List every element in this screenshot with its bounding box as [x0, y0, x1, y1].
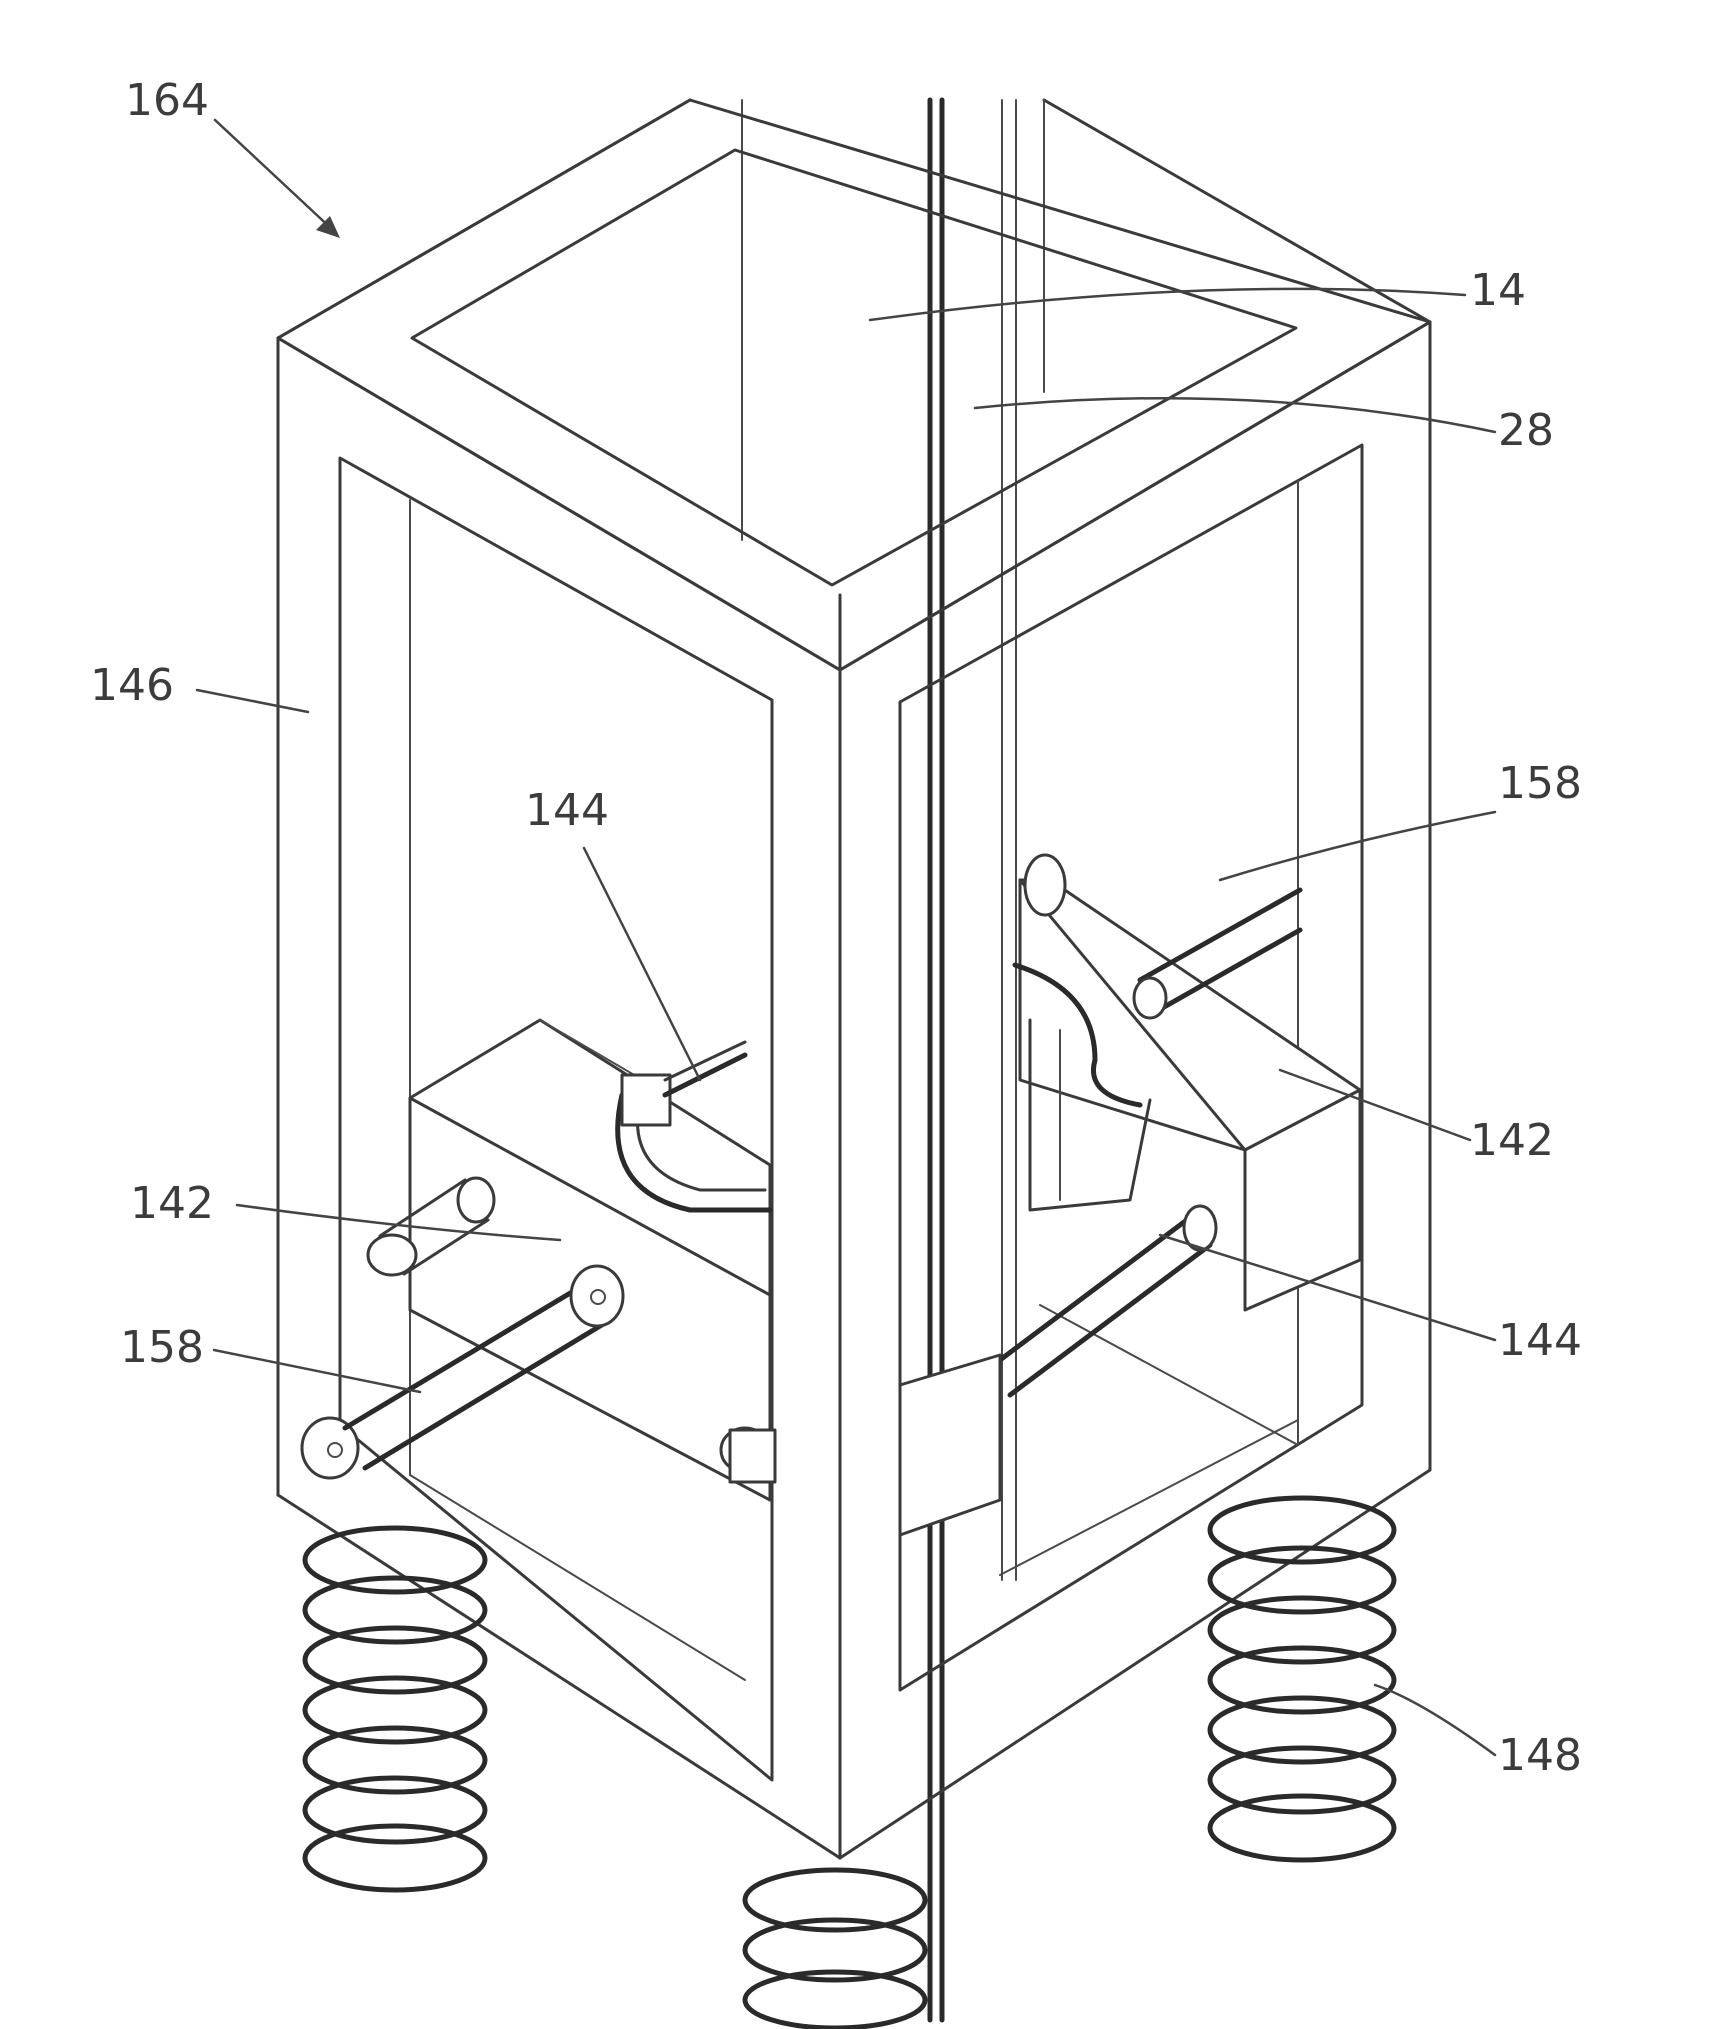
- label-28: 28: [1498, 405, 1554, 456]
- label-142-right: 142: [1470, 1115, 1554, 1166]
- spring-left: [305, 1528, 485, 1890]
- leader-lines: [197, 120, 1495, 1755]
- clamp-body-142-left: [410, 1020, 770, 1500]
- label-14: 14: [1470, 265, 1526, 316]
- center-shaft: [930, 100, 1016, 2020]
- label-142-left: 142: [130, 1178, 214, 1229]
- spring-center: [745, 1870, 925, 2028]
- label-164: 164: [125, 75, 209, 126]
- label-158-left: 158: [120, 1322, 204, 1373]
- frame-146: [278, 100, 1430, 1858]
- label-144-left: 144: [525, 785, 609, 836]
- upper-rails: [278, 100, 1430, 540]
- label-144-right: 144: [1498, 1315, 1582, 1366]
- reference-labels: 164 14 28 146 144 158 142 142 144 158 14…: [90, 75, 1582, 1781]
- label-158-right: 158: [1498, 758, 1582, 809]
- label-146: 146: [90, 660, 174, 711]
- label-148: 148: [1498, 1730, 1582, 1781]
- spring-right: [1210, 1498, 1394, 1860]
- springs-148: [305, 1498, 1394, 2028]
